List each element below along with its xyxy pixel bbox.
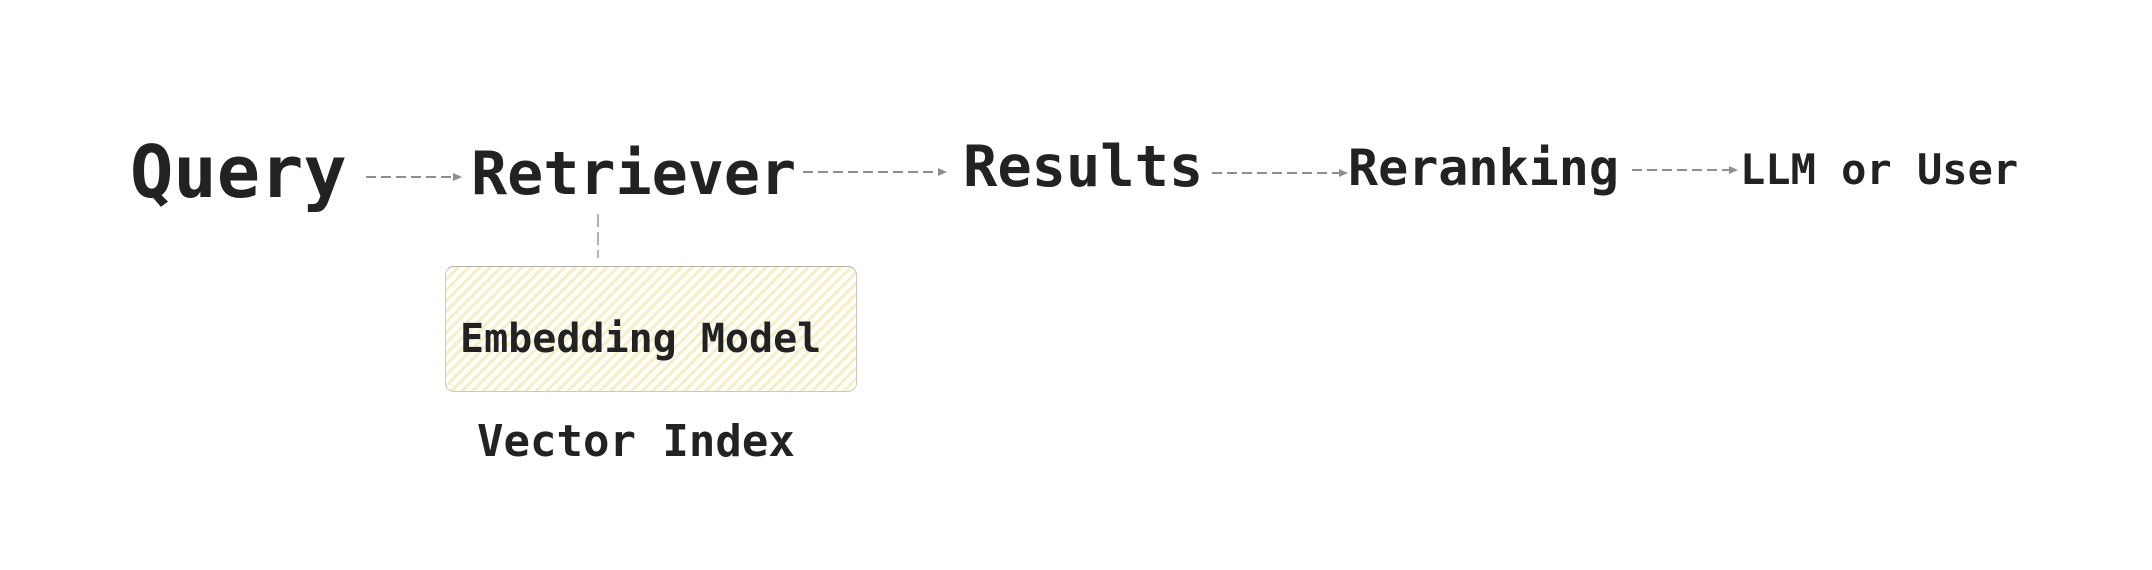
- connector-reranking-llm: [1632, 169, 1730, 171]
- node-results: Results: [963, 134, 1204, 200]
- arrowhead-icon: [938, 168, 947, 176]
- arrowhead-icon: [1729, 166, 1738, 174]
- node-query: Query: [130, 130, 347, 214]
- connector-query-retriever: [366, 176, 454, 178]
- embedding-model-box: [445, 266, 857, 392]
- node-retriever: Retriever: [471, 139, 797, 209]
- arrowhead-icon: [453, 173, 462, 181]
- connector-retriever-results: [803, 171, 939, 173]
- connector-retriever-embedding: [597, 214, 599, 258]
- vector-index-caption: Vector Index: [477, 416, 795, 467]
- node-llm-or-user: LLM or User: [1740, 145, 2019, 194]
- arrowhead-icon: [1339, 169, 1348, 177]
- connector-results-reranking: [1212, 172, 1340, 174]
- node-reranking: Reranking: [1348, 139, 1619, 197]
- embedding-model-label: Embedding Model: [460, 316, 822, 362]
